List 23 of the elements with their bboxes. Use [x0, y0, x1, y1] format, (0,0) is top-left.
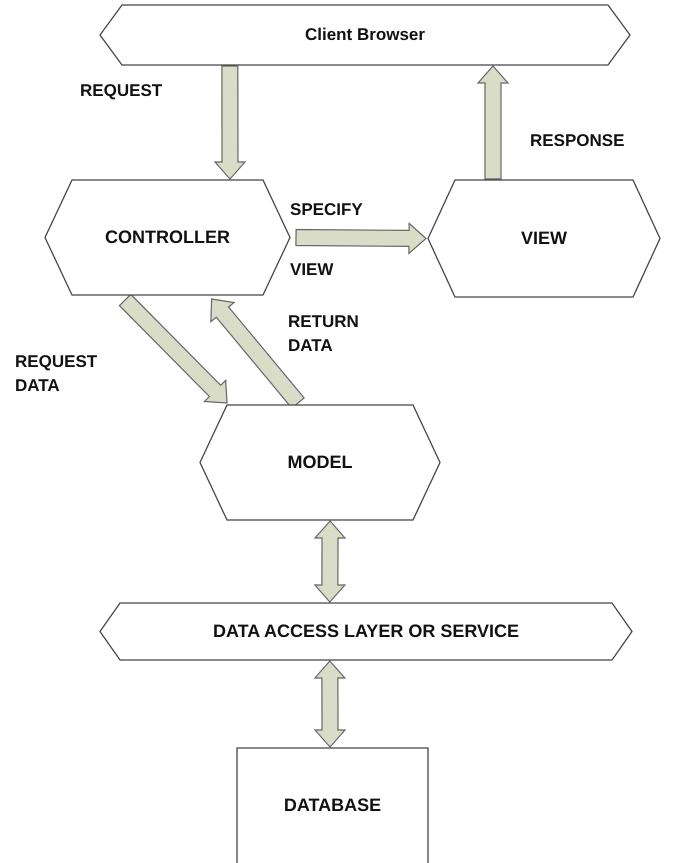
node-label: DATABASE: [284, 795, 382, 816]
hexagon-box: [45, 180, 290, 295]
node-label: Client Browser: [305, 25, 425, 45]
block-arrow: [214, 65, 246, 180]
node-label: CONTROLLER: [105, 227, 230, 248]
hexagon-box: [428, 180, 660, 297]
block-arrow: [118, 294, 228, 404]
block-arrow: [314, 660, 346, 748]
node-label: DATA ACCESS LAYER OR SERVICE: [212, 621, 520, 642]
edge-label: REQUEST: [80, 80, 164, 102]
database-box: [237, 748, 428, 863]
hexagon-box: [200, 405, 440, 520]
hexagon-box: [100, 603, 632, 660]
block-arrow: [314, 520, 346, 603]
hexagon-box: [100, 5, 630, 65]
edge-label: RETURN DATA: [288, 311, 360, 357]
block-arrow: [476, 65, 510, 180]
edge-label: RESPONSE: [530, 130, 626, 152]
edge-label: REQUEST DATA: [15, 351, 98, 397]
node-label: MODEL: [288, 452, 352, 473]
node-label: VIEW: [520, 228, 567, 249]
edge-label: SPECIFY VIEW: [290, 199, 364, 281]
block-arrow: [295, 222, 427, 255]
